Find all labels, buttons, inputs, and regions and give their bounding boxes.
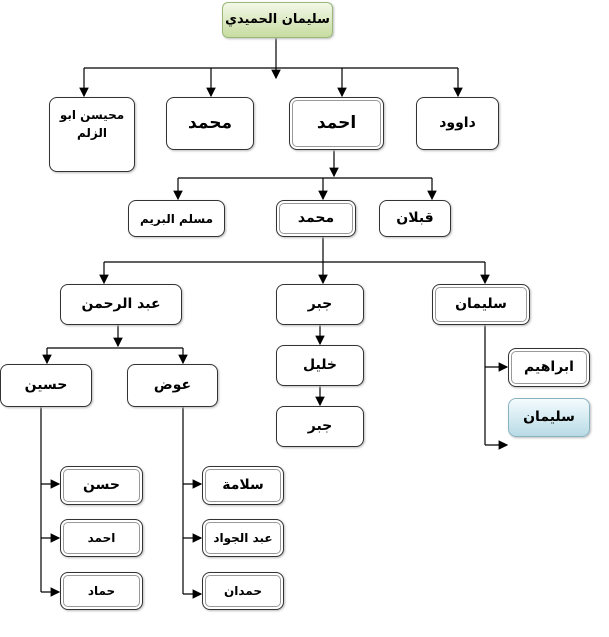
node-suleiman-2: سليمان xyxy=(508,398,590,437)
node-salama: سلامة xyxy=(202,466,284,505)
node-khalil: خليل xyxy=(276,345,364,386)
gen1-node-dawood: داوود xyxy=(416,97,499,150)
node-ibrahim: ابراهيم xyxy=(508,348,590,387)
gen3-node-abdulrahman: عبد الرحمن xyxy=(60,284,182,325)
gen3-node-jabr: جبر xyxy=(276,284,364,325)
gen2-node-qablan: قبلان xyxy=(379,200,451,237)
gen1-node-muhammad: محمد xyxy=(166,97,254,150)
node-awad: عوض xyxy=(127,364,218,407)
node-abduljawad: عبد الجواد xyxy=(202,519,284,557)
node-hassan: حسن xyxy=(60,466,143,505)
gen3-node-suleiman: سليمان xyxy=(432,284,530,325)
gen1-node-ahmad: احمد xyxy=(289,97,384,150)
node-hammad: حماد xyxy=(60,572,143,610)
node-hamdan: حمدان xyxy=(202,572,284,610)
node-hussein: حسين xyxy=(0,364,92,407)
gen1-node-muhaisen: محيسن ابو الزلم xyxy=(49,97,135,172)
node-jabr-2: جبر xyxy=(276,406,364,447)
gen2-node-muslim: مسلم البريم xyxy=(128,200,225,237)
gen2-node-muhammad: محمد xyxy=(276,200,356,237)
node-ahmad-2: احمد xyxy=(60,519,143,557)
root-node: سليمان الحميدي xyxy=(222,2,333,38)
